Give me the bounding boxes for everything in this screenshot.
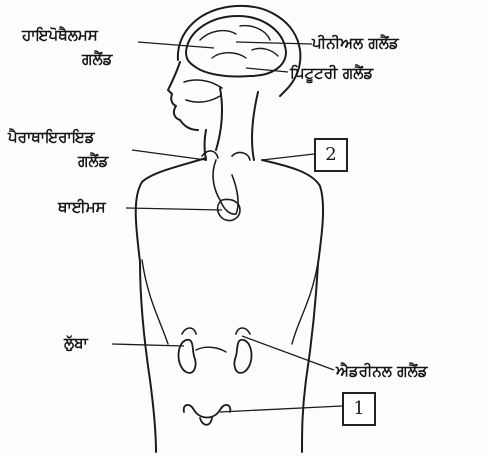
label-hypothalamus-line2: ਗਲੈਂਡ [82, 50, 112, 68]
gonads [184, 405, 231, 425]
pancreas-organ [196, 347, 226, 352]
label-pineal: ਪੀਨੀਅਲ ਗਲੈਂਡ [312, 34, 399, 52]
adrenal-right [236, 328, 250, 334]
right-kidney [234, 340, 251, 373]
trachea [213, 160, 238, 214]
label-parathyroid-line2: ਗਲੈਂਡ [78, 152, 108, 170]
label-adrenal: ਐਡਰੀਨਲ ਗਲੈਂਡ [336, 362, 428, 380]
label-thymus: ਥਾਈਮਸ [58, 198, 106, 216]
number-box-2: 2 [314, 138, 348, 172]
thyroid [202, 151, 250, 160]
label-pituitary: ਪਿਟੂਟਰੀ ਗਲੈਂਡ [290, 64, 373, 82]
face-profile [168, 62, 198, 130]
head-outline [178, 6, 300, 96]
left-kidney [179, 340, 196, 373]
brain [186, 16, 286, 77]
adrenal-left [182, 328, 196, 334]
label-hypothalamus: ਹਾਇਪੋਥੈਲਮਸ [22, 26, 98, 44]
label-pancreas: ਲੁੱਬਾ [64, 334, 88, 352]
nasal-cavity [184, 80, 222, 102]
number-box-1: 1 [342, 392, 376, 426]
torso-outline [136, 158, 206, 452]
label-parathyroid: ਪੈਰਾਥਾਇਰਾਇਡ [8, 128, 94, 146]
